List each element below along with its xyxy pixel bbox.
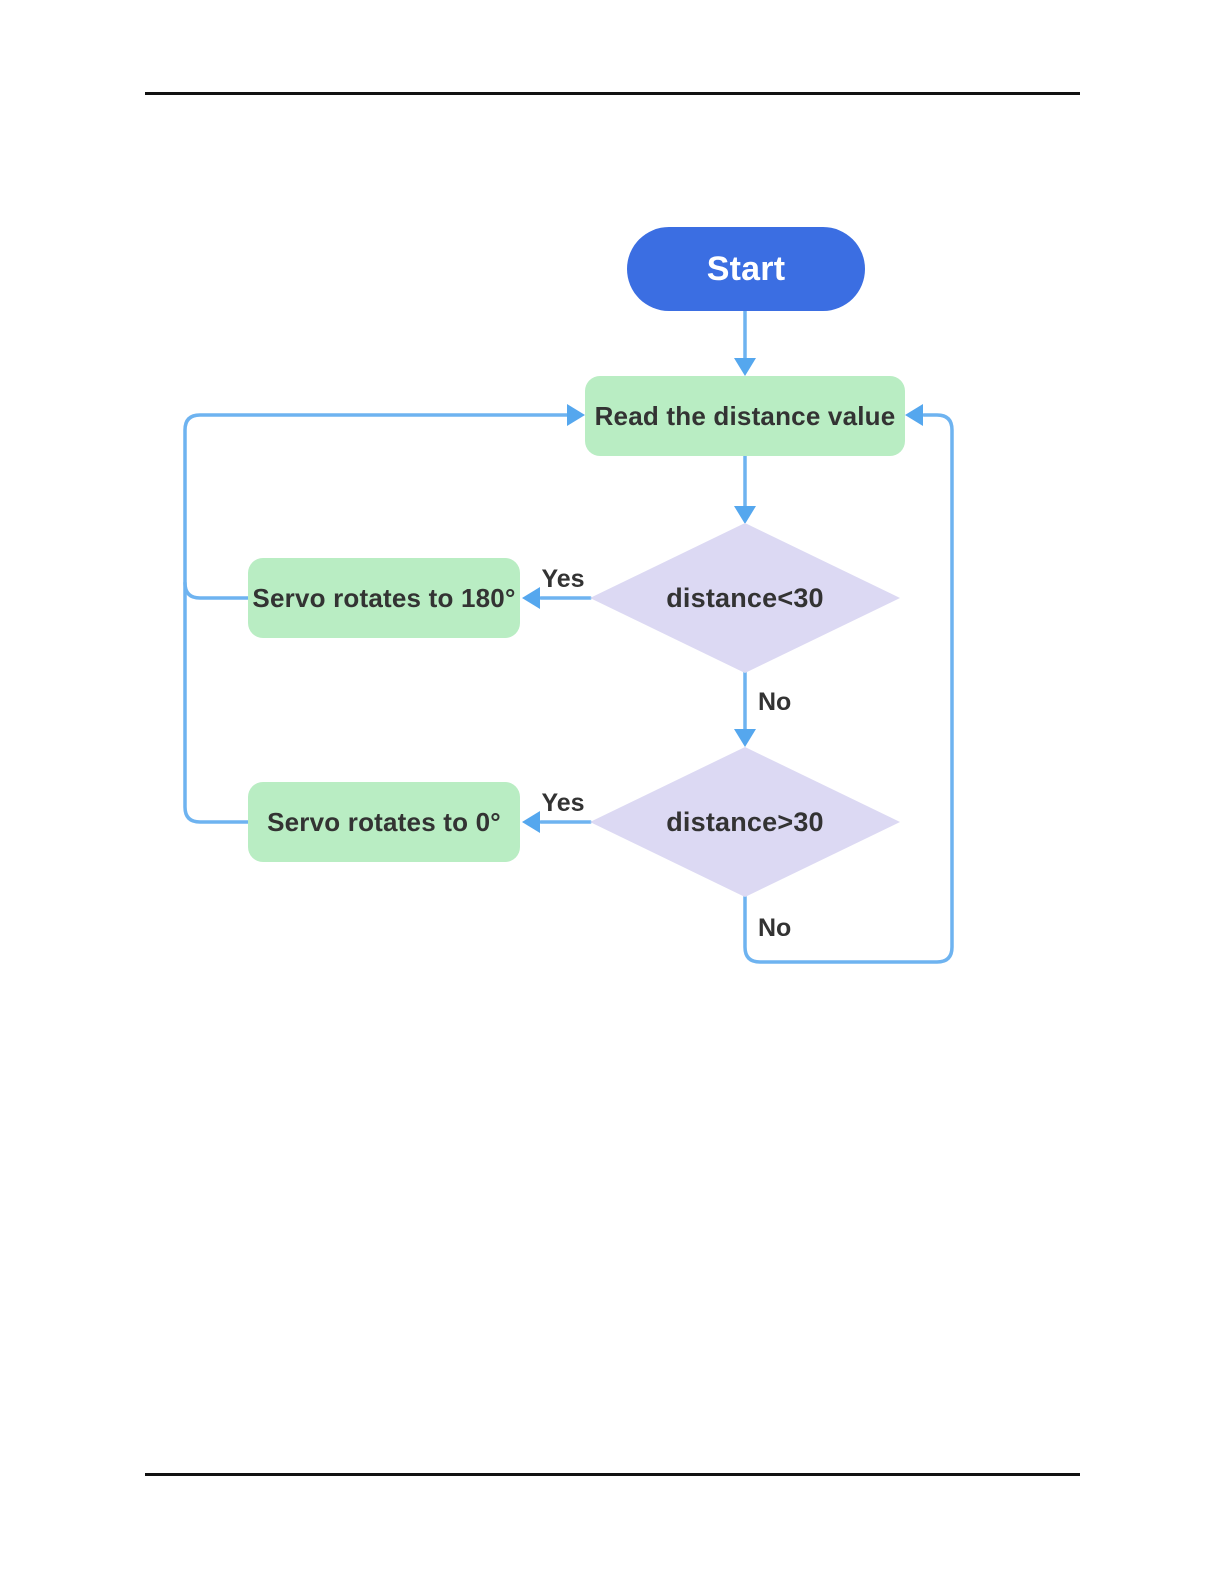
node-servo-180-label: Servo rotates to 180° — [252, 582, 516, 613]
node-read-distance-label: Read the distance value — [594, 400, 896, 431]
edge-servo0-left-loop-to-read — [183, 413, 570, 824]
arrowhead-into-servo180 — [522, 587, 540, 609]
footer-rule — [145, 1473, 1080, 1476]
arrowhead-into-cond1 — [734, 506, 756, 524]
header-rule — [145, 92, 1080, 95]
edge-servo180-to-left-loop — [183, 581, 250, 600]
node-start-label: Start — [706, 249, 786, 288]
arrowhead-into-read-top — [734, 358, 756, 376]
arrowhead-into-cond2 — [734, 729, 756, 747]
edge-label-cond1-no: No — [758, 688, 792, 716]
node-decision-lt-label: distance<30 — [666, 582, 824, 613]
arrowhead-into-servo0 — [522, 811, 540, 833]
node-start: Start — [627, 227, 865, 311]
arrowhead-into-read-right — [905, 404, 923, 426]
node-decision-gt-label: distance>30 — [666, 806, 824, 837]
edge-label-cond1-yes: Yes — [541, 565, 585, 593]
edge-cond2-no-right-loop-to-read — [743, 413, 954, 964]
node-read-distance: Read the distance value — [585, 376, 905, 456]
edge-label-cond2-no: No — [758, 914, 792, 942]
node-servo-0: Servo rotates to 0° — [248, 782, 520, 862]
edge-label-cond2-yes: Yes — [541, 789, 585, 817]
node-servo-180: Servo rotates to 180° — [248, 558, 520, 638]
node-servo-0-label: Servo rotates to 0° — [267, 806, 501, 837]
arrowhead-into-read-left — [567, 404, 585, 426]
